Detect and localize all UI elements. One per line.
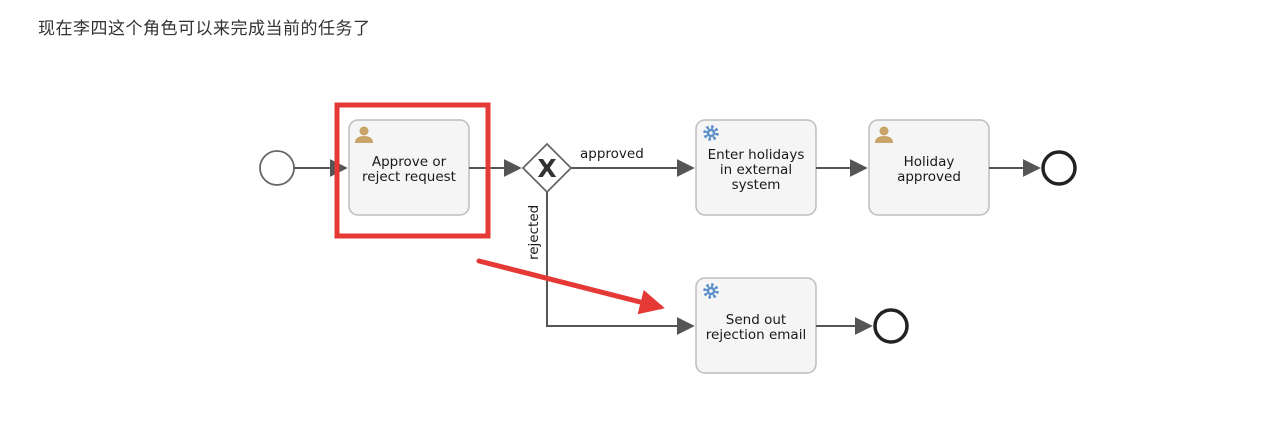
task-holiday-approved[interactable]: Holiday approved xyxy=(868,119,990,216)
task-label-line: system xyxy=(732,177,781,193)
task-enter-holidays[interactable]: Enter holidays in external system xyxy=(695,119,817,216)
flow-label-rejected: rejected xyxy=(526,205,542,260)
task-label-line: in external xyxy=(720,162,792,178)
gateway-x-symbol: X xyxy=(537,154,556,183)
task-label-line: reject request xyxy=(362,169,456,185)
flow-label-approved: approved xyxy=(580,146,644,162)
start-event[interactable] xyxy=(259,150,295,186)
task-label-line: Send out xyxy=(726,312,786,328)
annotation-arrow xyxy=(476,258,665,315)
exclusive-gateway[interactable]: X xyxy=(521,142,573,194)
task-label-line: approved xyxy=(897,169,961,185)
user-icon xyxy=(875,126,893,143)
task-label-line: rejection email xyxy=(706,327,806,343)
end-event[interactable] xyxy=(1041,150,1077,186)
task-approve-reject[interactable]: Approve or reject request xyxy=(348,119,470,216)
task-label-line: Approve or xyxy=(372,154,447,170)
page-caption: 现在李四这个角色可以来完成当前的任务了 xyxy=(38,19,371,39)
flow-rejected xyxy=(546,192,695,335)
highlight-box xyxy=(334,102,491,239)
end-event[interactable] xyxy=(873,308,909,344)
gear-icon xyxy=(703,125,719,141)
user-icon xyxy=(355,126,373,143)
task-label-line: Enter holidays xyxy=(708,147,805,163)
task-send-rejection[interactable]: Send out rejection email xyxy=(695,277,817,374)
gear-icon xyxy=(703,283,719,299)
task-label-line: Holiday xyxy=(904,154,955,170)
